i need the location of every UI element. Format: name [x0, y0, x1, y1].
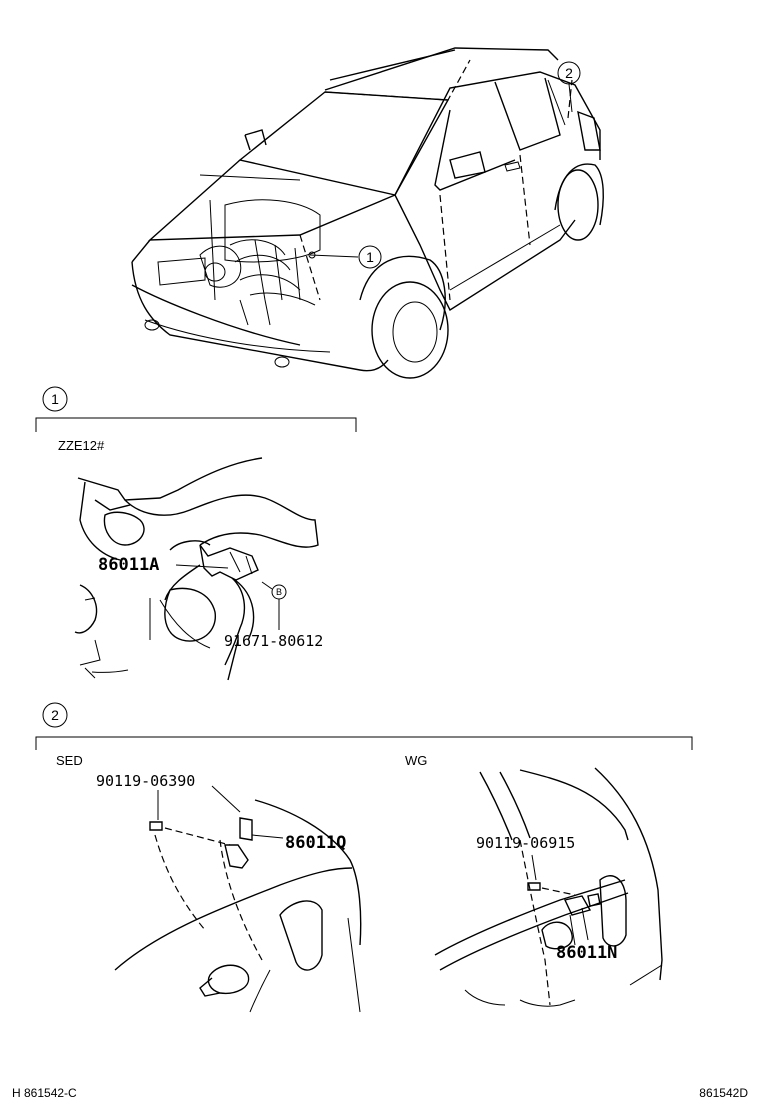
- footer-right-code: 861542D: [699, 1086, 748, 1100]
- callout-2-overview: 2: [565, 65, 573, 81]
- part-90119-06390-label: 90119-06390: [96, 772, 195, 790]
- sed-illustration: [114, 785, 362, 1013]
- wg-variant-label: WG: [405, 753, 427, 768]
- section-1-number: 1: [51, 391, 59, 407]
- section-2-bracket: [35, 736, 693, 750]
- section-1-bracket: [35, 417, 357, 432]
- part-86011Q-label: 86011Q: [285, 833, 346, 853]
- part-90119-06915-label: 90119-06915: [476, 834, 575, 852]
- part-91671-80612-label: 91671-80612: [224, 632, 323, 650]
- footer-left-code: H 861542-C: [12, 1086, 77, 1100]
- bolt-marker-B: B: [276, 587, 282, 597]
- section-1-illustration: [74, 457, 319, 681]
- part-86011A-label: 86011A: [98, 555, 159, 575]
- callout-1-overview: 1: [366, 249, 374, 265]
- part-86011N-label: 86011N: [556, 943, 617, 963]
- car-overview-illustration: [131, 47, 604, 379]
- section-2-number: 2: [51, 707, 59, 723]
- wg-illustration: [434, 767, 663, 1007]
- sed-variant-label: SED: [56, 753, 83, 768]
- section-1-variant-label: ZZE12#: [58, 438, 105, 453]
